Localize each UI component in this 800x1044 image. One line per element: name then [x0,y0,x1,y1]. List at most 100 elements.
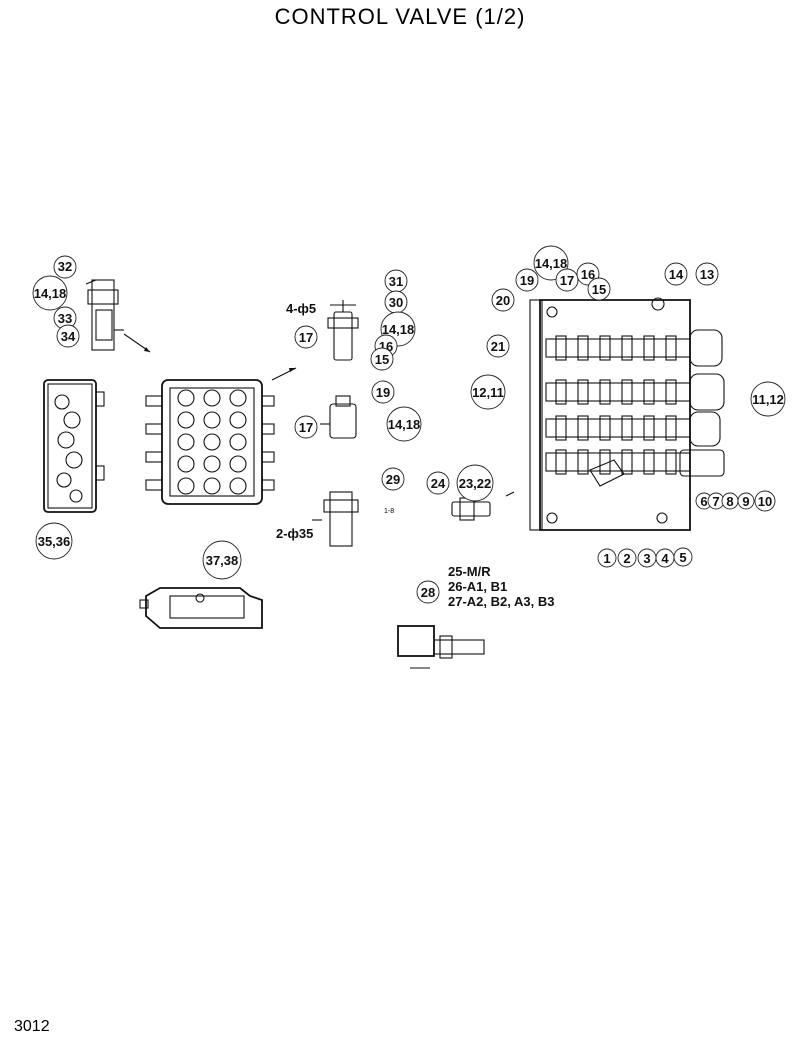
callout-19-a: 19 [371,380,395,404]
valve-end-view [43,379,105,513]
spool-land [555,335,567,361]
label-25-m-r: 25-M/R [448,564,491,579]
spool-land [621,335,633,361]
label-26-a1-b1: 26-A1, B1 [448,579,507,594]
valve-body-main [529,297,725,531]
bolt-circle [203,477,221,495]
svg-text:8: 8 [726,494,733,509]
callout-3: 3 [637,548,657,568]
callout-17-c: 17 [555,268,579,292]
valve-side-part-bottom [139,587,263,629]
callout-24: 24 [426,471,450,495]
callout-17-a: 17 [294,325,318,349]
callout-14: 14 [664,262,688,286]
callout-19-b: 19 [515,268,539,292]
callout-11-12: 11,12 [750,381,786,417]
spool-land [643,449,655,475]
svg-text:14,18: 14,18 [382,322,415,337]
svg-text:19: 19 [520,273,534,288]
spool-land [555,379,567,405]
svg-text:35,36: 35,36 [38,534,71,549]
bolt-circle [229,389,247,407]
spool-land [599,415,611,441]
svg-text:12,11: 12,11 [472,385,504,400]
callout-15-b: 15 [587,277,611,301]
label-27-a2-b2-a3-b3: 27-A2, B2, A3, B3 [448,594,554,609]
svg-text:14,18: 14,18 [388,417,421,432]
callout-35-36: 35,36 [35,522,73,560]
relief-valve-section [397,625,485,669]
spool-land [643,335,655,361]
svg-text:33: 33 [58,311,72,326]
svg-text:13: 13 [700,267,714,282]
callout-34: 34 [56,324,80,348]
page-number: 3012 [14,1018,50,1035]
svg-text:17: 17 [299,420,313,435]
svg-text:23,22: 23,22 [459,476,492,491]
callout-5: 5 [673,547,693,567]
svg-text:15: 15 [592,282,606,297]
callout-6: 6 [695,492,713,510]
svg-text:5: 5 [679,550,686,565]
bolt-circle [203,455,221,473]
spool [545,452,691,472]
callout-32: 32 [53,255,77,279]
svg-text:21: 21 [491,339,505,354]
spool-land [643,379,655,405]
svg-text:2: 2 [623,551,630,566]
spool-land [577,379,589,405]
svg-text:17: 17 [299,330,313,345]
callout-29: 29 [381,467,405,491]
spool-land [599,335,611,361]
svg-text:32: 32 [58,259,72,274]
svg-text:19: 19 [376,385,390,400]
spool [545,382,691,402]
spool [545,418,691,438]
bolt-circle [177,389,195,407]
svg-text:14,18: 14,18 [535,256,568,271]
spool-land [643,415,655,441]
label-small-mark: 1-8 [384,508,394,515]
callout-15-a: 15 [370,347,394,371]
callout-10: 10 [754,490,776,512]
bolt-circle [203,389,221,407]
svg-text:14,18: 14,18 [34,286,67,301]
svg-text:34: 34 [61,329,76,344]
callout-2: 2 [617,548,637,568]
callout-20: 20 [491,288,515,312]
bolt-circle [203,433,221,451]
spool-land [577,449,589,475]
bolt-circle [229,477,247,495]
svg-text:28: 28 [421,585,435,600]
bolt-circle [177,477,195,495]
valve-side-part-top-left [85,279,151,353]
callout-23-22: 23,22 [456,464,494,502]
label-4-phi5: 4-ф5 [286,301,316,316]
spool-land [665,415,677,441]
svg-text:30: 30 [389,295,403,310]
callout-31: 31 [384,269,408,293]
spool-land [665,449,677,475]
callout-9: 9 [737,492,755,510]
svg-text:29: 29 [386,472,400,487]
callout-33: 33 [53,306,77,330]
bolt-circle [177,411,195,429]
bolt-circle [177,455,195,473]
callout-37-38: 37,38 [202,540,242,580]
callout-12-11: 12,11 [470,374,506,410]
bolt-circle [229,455,247,473]
label-2-phi35: 2-ф35 [276,526,313,541]
svg-text:37,38: 37,38 [206,553,239,568]
svg-text:7: 7 [712,494,719,509]
svg-text:4: 4 [661,551,669,566]
svg-text:20: 20 [496,293,510,308]
spool-land [621,379,633,405]
callout-14-18-c: 14,18 [386,406,422,442]
bolt-circle [203,411,221,429]
svg-text:16: 16 [581,267,595,282]
spool-land [555,415,567,441]
svg-text:31: 31 [389,274,403,289]
svg-text:17: 17 [560,273,574,288]
callout-17-b: 17 [294,415,318,439]
